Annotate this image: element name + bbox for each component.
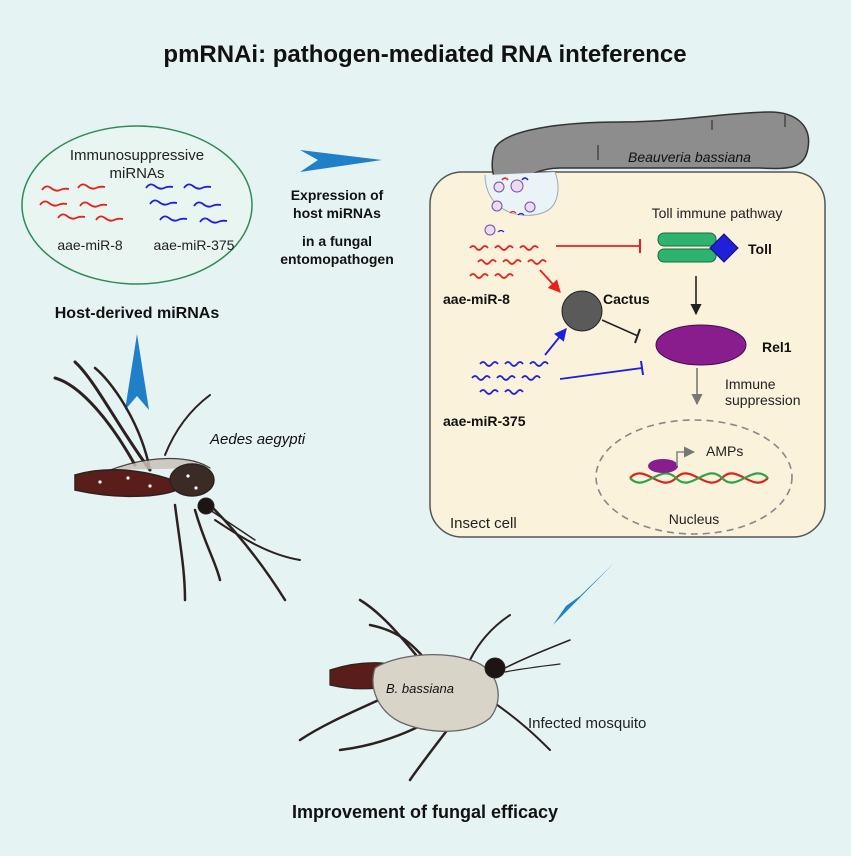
infected-mosquito-label: Infected mosquito [528, 715, 646, 732]
mosquito-label: Aedes aegypti [209, 431, 306, 448]
nucleus-label: Nucleus [669, 511, 720, 527]
svg-text:entomopathogen: entomopathogen [280, 251, 394, 267]
expression-text: Expression of host miRNAs in a fungal en… [280, 187, 394, 267]
immune-line-2: suppression [725, 392, 801, 408]
cactus-node [561, 290, 603, 332]
ellipse-title-2: miRNAs [110, 165, 165, 182]
svg-text:host miRNAs: host miRNAs [293, 205, 381, 221]
insect-cell [429, 171, 826, 538]
immune-line-1: Immune [725, 376, 776, 392]
arrow-right-icon [300, 150, 382, 172]
cell-mir375-label: aae-miR-375 [443, 413, 526, 429]
infected-fungus-label: B. bassiana [386, 681, 454, 696]
arrow-diagonal-icon [553, 563, 614, 625]
insect-cell-label: Insect cell [450, 515, 517, 532]
toll-pathway-label: Toll immune pathway [652, 205, 783, 221]
cactus-label: Cactus [603, 291, 650, 307]
fungus-label: Beauveria bassiana [628, 149, 751, 165]
dna-helix-icon [629, 446, 769, 484]
infected-mosquito-illustration [298, 598, 571, 782]
nucleus [595, 419, 793, 535]
toll-label: Toll [748, 241, 772, 257]
host-mirnas-caption: Host-derived miRNAs [55, 305, 220, 322]
cell-mir8-label: aae-miR-8 [443, 291, 510, 307]
vesicle-pocket [484, 171, 559, 236]
mir8-label: aae-miR-8 [57, 237, 123, 253]
page-title: pmRNAi: pathogen-mediated RNA inteferenc… [163, 41, 686, 68]
rel1-node [655, 324, 747, 366]
arrow-up-icon [125, 334, 149, 410]
pathway-edges [539, 239, 703, 406]
svg-text:in a fungal: in a fungal [302, 233, 372, 249]
host-mirna-ellipse: Immunosuppressive miRNAs aae-miR-8 aae-m… [21, 125, 253, 285]
mir375-label: aae-miR-375 [154, 237, 235, 253]
footer-caption: Improvement of fungal efficacy [292, 802, 558, 822]
amps-label: AMPs [706, 443, 743, 459]
toll-receptor-icon [657, 232, 739, 263]
rel1-label: Rel1 [762, 339, 792, 355]
mosquito-illustration [53, 360, 301, 602]
ellipse-title-1: Immunosuppressive [70, 147, 204, 164]
svg-text:Expression of: Expression of [291, 187, 384, 203]
